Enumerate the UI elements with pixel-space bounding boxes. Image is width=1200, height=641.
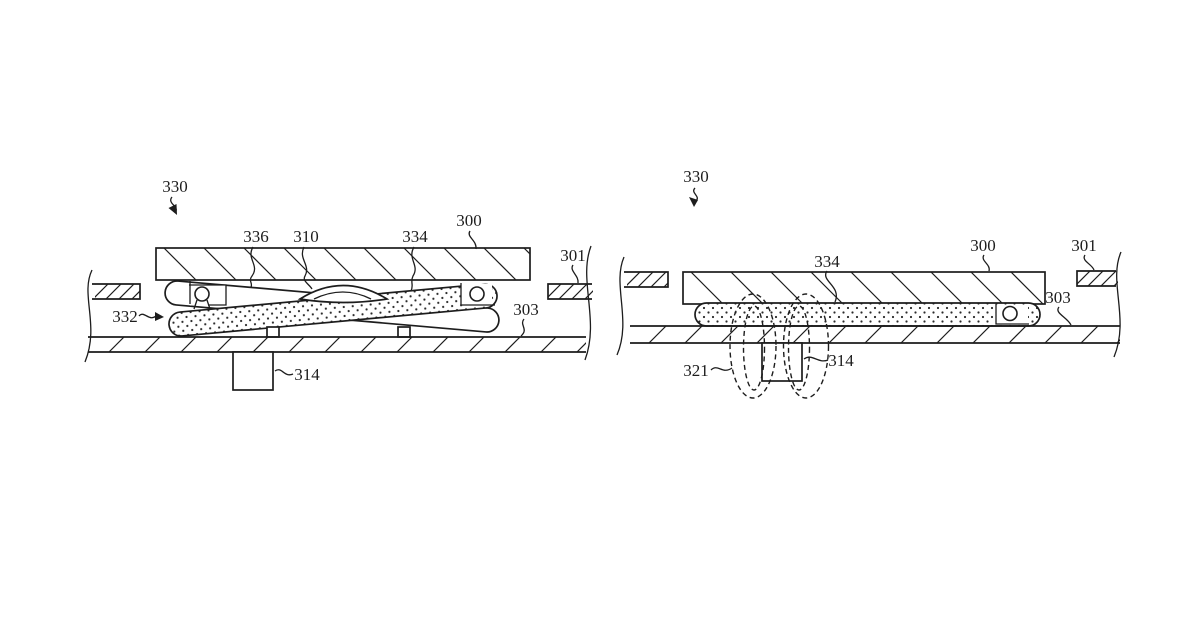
leader-334 [410,246,416,292]
field-line-outer-left [729,293,777,399]
ref-301-frame-right: 301 [1071,236,1097,255]
dome-outer-arch [297,284,390,304]
keycap-right-figure [682,271,1046,305]
base-tab-left [266,326,280,338]
keycap-hatching-right [683,272,1044,304]
clip-right-pivot [469,286,485,302]
ref-303-base-right: 303 [1045,288,1071,307]
dome-inner-arch [313,291,372,300]
spring-bar-collapsed [694,302,1041,327]
keycap-left-figure [155,247,531,281]
leader-300 [468,230,477,250]
leader-336 [249,246,256,288]
stem-left-figure [232,351,274,391]
ref-330-assembly-right: 330 [683,167,709,186]
ref-310-dome: 310 [293,227,319,246]
leader-303-right [1057,306,1072,326]
stem-right-figure [761,342,803,382]
ref-334-spring-bar: 334 [402,227,428,246]
ref-300-keycap-right: 300 [970,236,996,255]
clip-right [460,283,495,306]
leader-334-right [824,270,838,303]
frame-block-far-left [92,283,141,300]
frame-block-far-left-right-fig [624,271,669,288]
leader-303 [520,318,525,337]
arrowhead-332 [155,312,164,321]
ref-336-clip: 336 [243,227,269,246]
clip-left [189,281,227,310]
base-plate-left-figure [88,336,586,353]
field-line-inner-right [787,305,811,391]
leader-301-right [1083,254,1095,271]
ref-330-assembly: 330 [162,177,188,196]
leader-300-right [982,254,990,272]
base-plate-right-figure [630,325,1120,344]
keycap-hatching [156,248,530,280]
break-line-left-edge-right-fig [616,256,625,356]
clip-pivot-right-fig [1002,305,1018,322]
break-line-right-edge [584,245,592,361]
figure-right-key-depressed: 330 334 300 301 303 321 314 [616,167,1122,399]
ref-301-frame: 301 [560,246,586,265]
ref-303-base: 303 [513,300,539,319]
leader-321 [710,367,733,371]
ref-300-keycap: 300 [456,211,482,230]
clip-right-right-fig [995,304,1029,325]
arrowhead-330-right [689,197,698,207]
break-line-left-edge [84,269,93,363]
ref-314-stem-right: 314 [828,351,854,370]
clip-left-pivot [194,286,210,302]
leader-332 [138,313,157,319]
ref-332-scissor: 332 [112,307,138,326]
field-line-outer-right [782,293,830,399]
frame-block-far-right-right-fig [1076,270,1118,287]
break-line-right-edge-right-fig [1113,251,1122,358]
leader-301 [571,264,579,284]
ref-321-field-lines: 321 [683,361,709,380]
base-tab-right [397,326,411,338]
frame-block-far-right [547,283,593,300]
ref-314-stem: 314 [294,365,320,384]
leader-310 [301,246,313,290]
figure-left-key-released: 330 336 310 334 300 301 332 303 314 [84,177,593,391]
ref-334-spring-bar-right: 334 [814,252,840,271]
arrowhead-330 [168,204,177,215]
field-line-inner-left [742,305,766,391]
leader-314-right [803,356,829,362]
leader-314 [274,369,294,376]
